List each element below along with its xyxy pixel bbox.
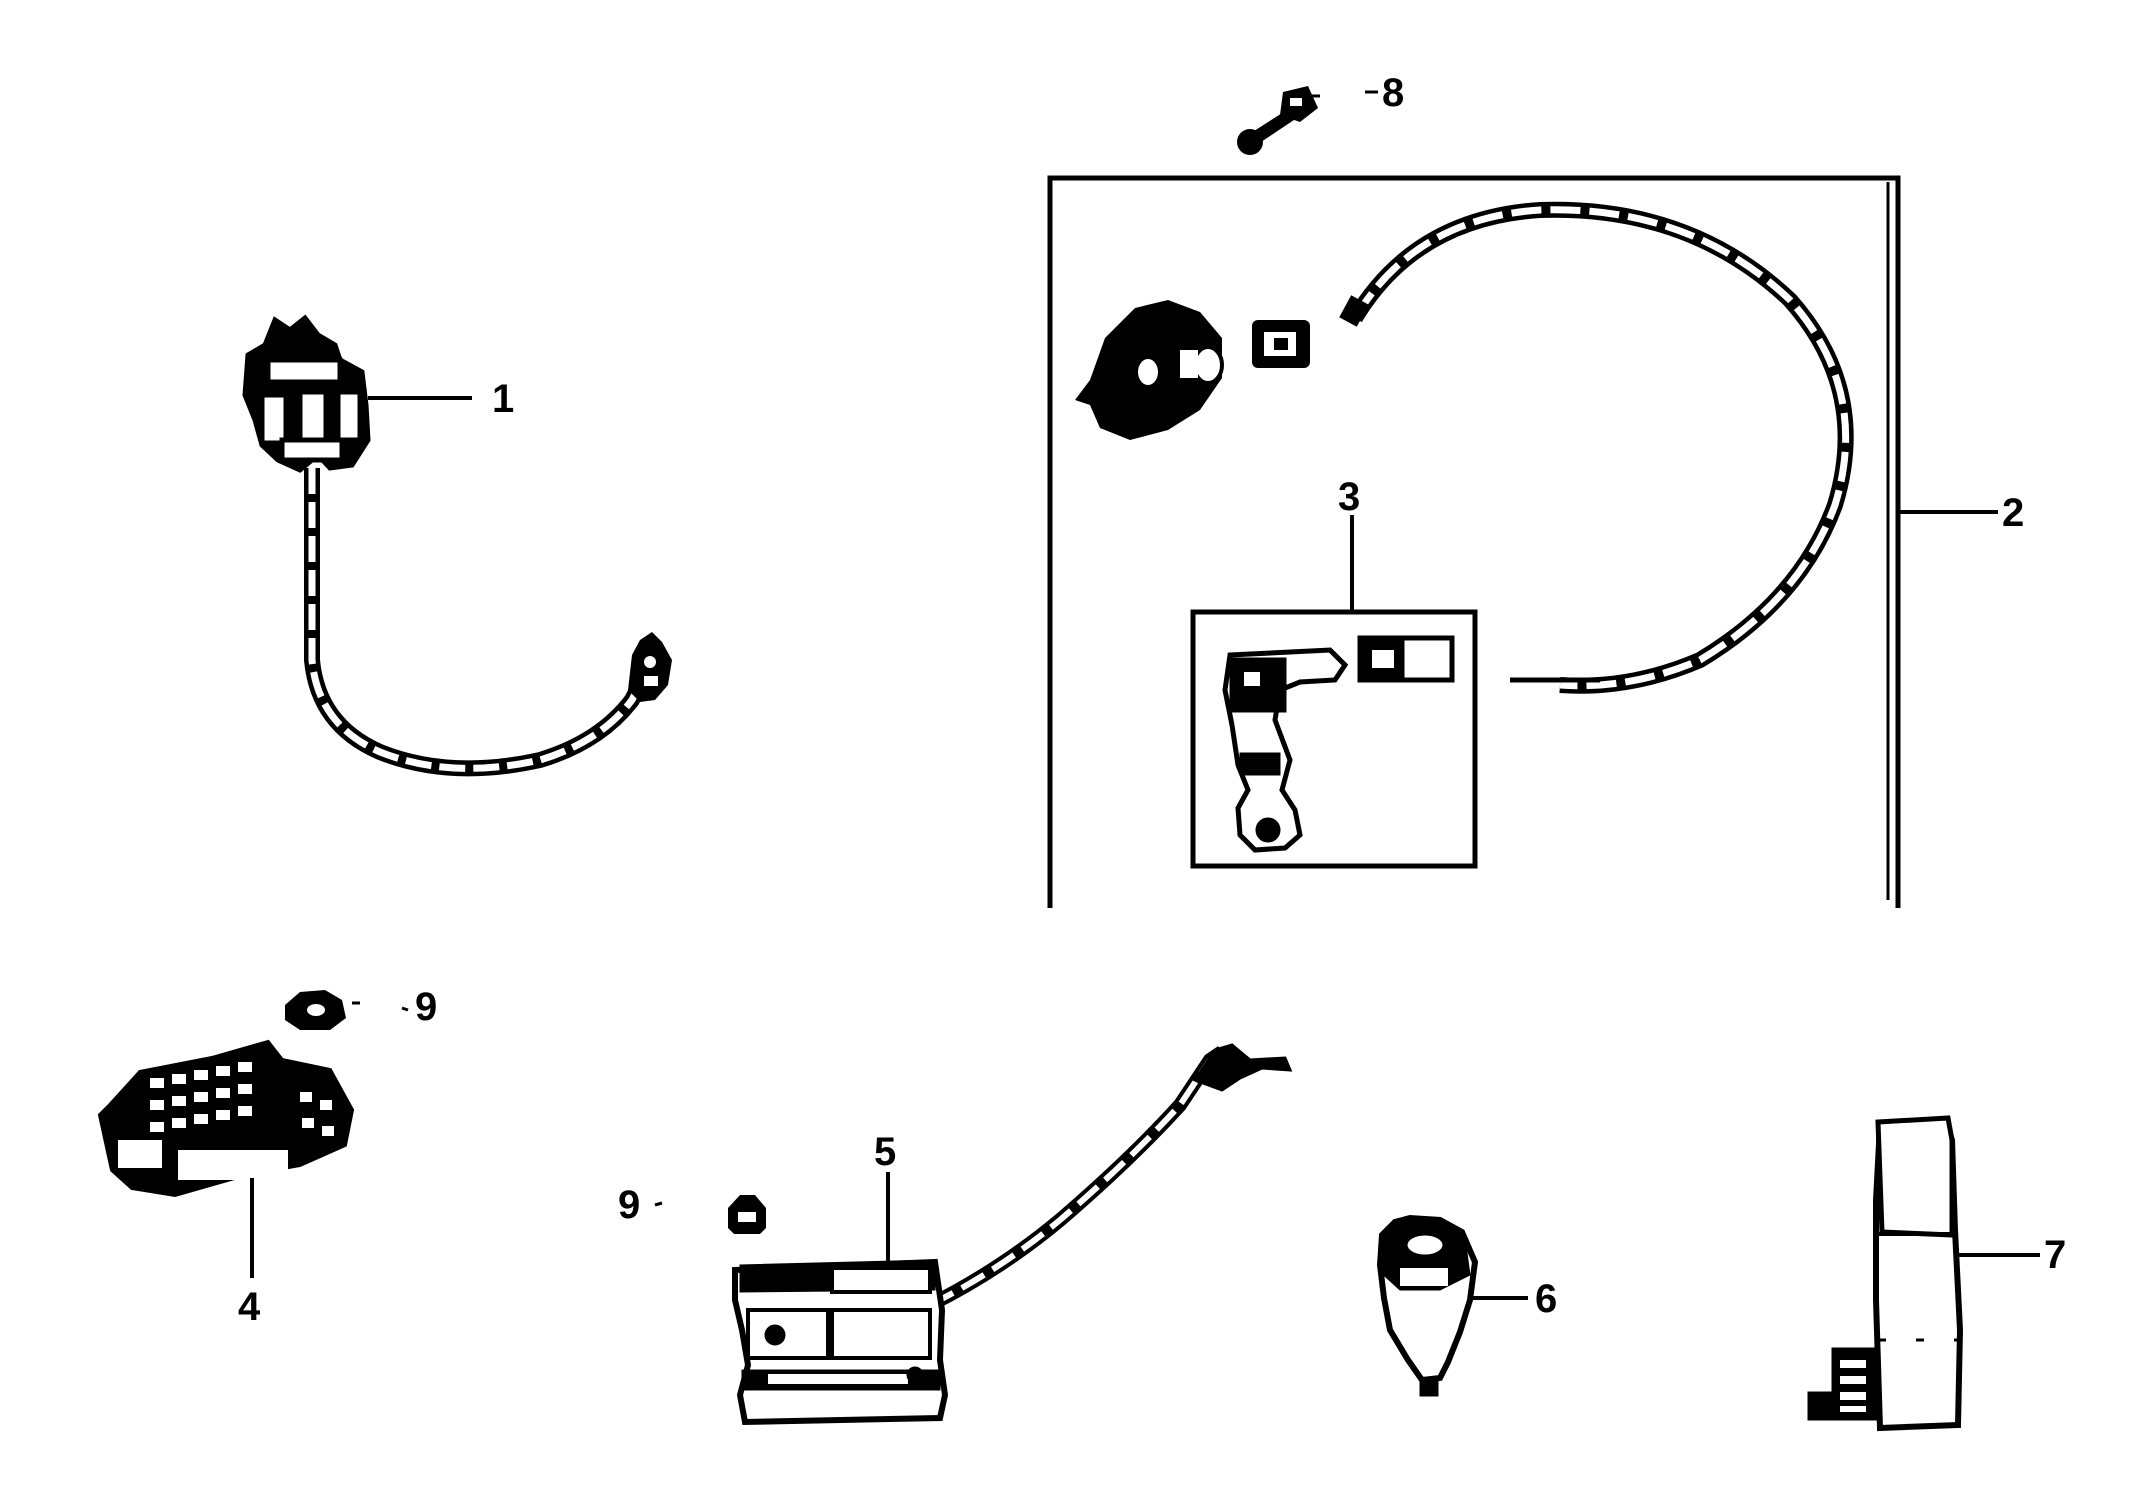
callout-1: 1 (492, 377, 514, 421)
harness-wire (304, 468, 656, 777)
callout-9-lower: 9 (618, 1183, 640, 1227)
part-9-nut-lower (654, 1195, 766, 1234)
callout-8: 8 (1382, 71, 1404, 115)
part-2-kit-group (1047, 175, 1998, 908)
detail-box (1190, 609, 1478, 869)
part-4-bracket (97, 1039, 355, 1278)
callout-labels: 1 2 3 4 5 6 7 8 9 9 (238, 71, 2066, 1329)
leader-line-9b (654, 1201, 663, 1207)
part-8-bolt (1237, 86, 1378, 155)
kit-frame (1047, 175, 1901, 908)
part-1-harness (242, 314, 672, 777)
small-plug (1252, 320, 1310, 368)
part-5-module (732, 1043, 1293, 1426)
callout-6: 6 (1535, 1277, 1557, 1321)
part-6-switch (1376, 1214, 1528, 1397)
callout-2: 2 (2002, 491, 2024, 535)
part-7-panel (1807, 1115, 2040, 1432)
callout-3: 3 (1338, 475, 1360, 519)
part-3-elbow-connector (1190, 515, 1478, 869)
callout-7: 7 (2044, 1233, 2066, 1277)
round-multi-pin-connector (1075, 300, 1224, 440)
callout-9-upper: 9 (415, 985, 437, 1029)
part-9-nut-upper (285, 990, 409, 1030)
callout-4: 4 (238, 1285, 261, 1329)
kit-harness-wire (1339, 201, 1854, 694)
callout-5: 5 (874, 1130, 896, 1174)
wire-terminal (628, 632, 672, 702)
connector-block (242, 314, 371, 473)
